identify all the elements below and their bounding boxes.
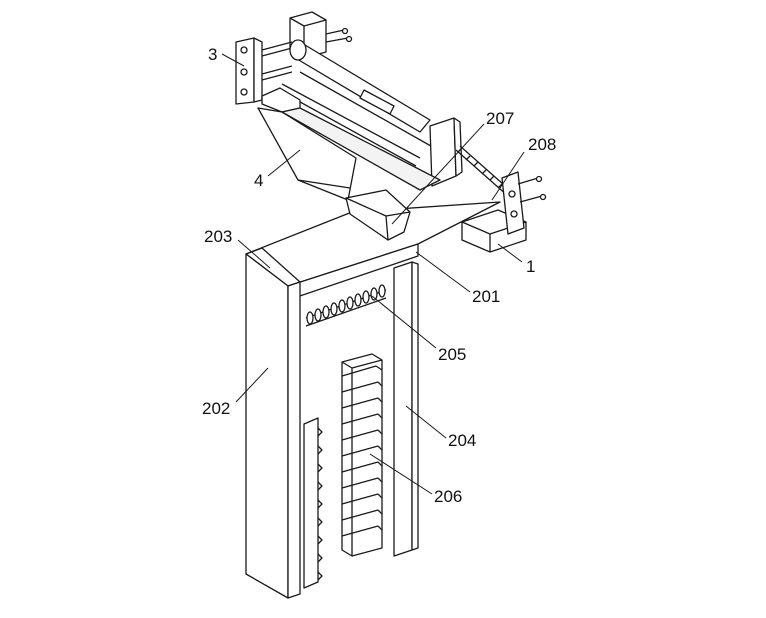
label-207: 207 — [486, 109, 514, 128]
label-206: 206 — [434, 487, 462, 506]
label-4: 4 — [254, 171, 263, 190]
slide-assembly — [235, 11, 463, 187]
inclined-support — [257, 107, 441, 201]
label-202: 202 — [202, 399, 230, 418]
leader-lines — [221, 53, 525, 495]
label-201: 201 — [472, 287, 500, 306]
left-column — [245, 247, 323, 599]
spring — [305, 284, 387, 327]
label-208: 208 — [528, 135, 556, 154]
label-204: 204 — [448, 431, 476, 450]
horizontal-beam — [245, 145, 547, 301]
label-3: 3 — [208, 45, 217, 64]
label-1: 1 — [526, 257, 535, 276]
label-205: 205 — [438, 345, 466, 364]
label-203: 203 — [204, 227, 232, 246]
reference-numerals: 3 4 207 208 1 203 201 205 202 204 206 — [202, 45, 556, 506]
right-column — [393, 261, 419, 557]
serrated-block — [341, 353, 383, 557]
